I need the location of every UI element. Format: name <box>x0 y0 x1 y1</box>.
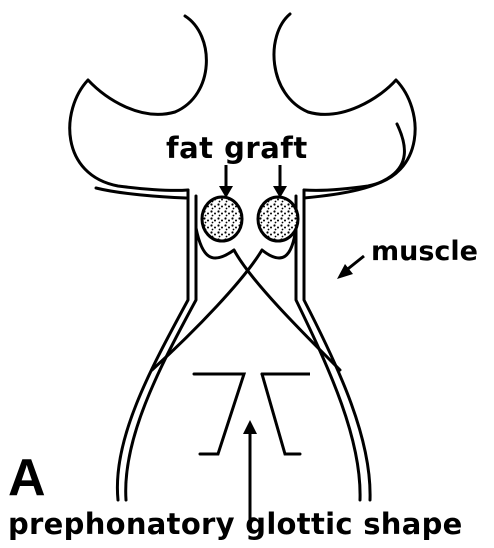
right-fat-graft <box>258 197 298 241</box>
glottic-shape <box>194 374 310 454</box>
left-vocal-fold <box>196 228 340 370</box>
muscle-label: muscle <box>371 238 478 265</box>
left-fat-graft <box>202 197 242 241</box>
fat-graft-label: fat graft <box>166 134 308 163</box>
panel-letter: A <box>8 452 46 504</box>
right-vocal-fold <box>152 228 296 370</box>
glottic-shape-label: prephonatory glottic shape <box>8 510 463 539</box>
